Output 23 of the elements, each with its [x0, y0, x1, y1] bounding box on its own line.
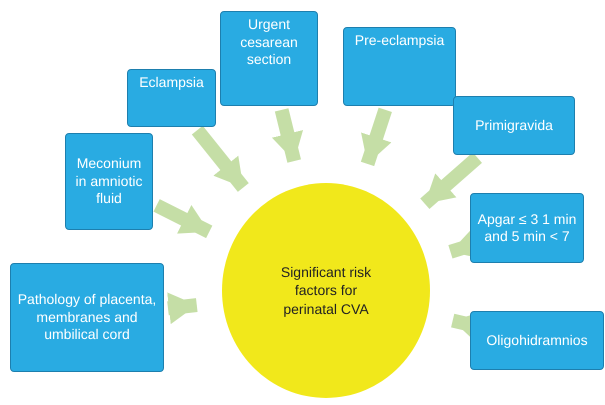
factor-box: [127, 69, 216, 127]
arrow: [167, 292, 198, 324]
arrow: [360, 108, 392, 166]
factor-box: [10, 263, 164, 372]
factor-box: [453, 96, 575, 155]
factor-box: [470, 193, 584, 263]
arrow: [420, 152, 482, 210]
node-text: Apgar ≤ 3 1 min and 5 min < 7: [477, 210, 577, 246]
factor-box: [470, 311, 604, 370]
node-text: Significant risk factors for perinatal CVA: [280, 263, 372, 318]
node-text: Pre-eclampsia: [354, 32, 444, 50]
node-text: Eclampsia: [139, 74, 204, 92]
node-text: Pathology of placenta, membranes and umbilical cord: [17, 291, 157, 344]
node-text: Primigravida: [475, 116, 553, 134]
arrow: [192, 126, 249, 192]
node-text: Oligohidramnios: [486, 332, 588, 350]
factor-box: [220, 11, 318, 106]
factor-box: [343, 27, 456, 106]
arrow: [153, 199, 212, 238]
node-text: Urgent cesarean section: [239, 16, 299, 68]
factor-box: [65, 133, 153, 230]
arrow: [272, 108, 304, 163]
node-text: Meconium in amniotic fluid: [74, 155, 144, 208]
